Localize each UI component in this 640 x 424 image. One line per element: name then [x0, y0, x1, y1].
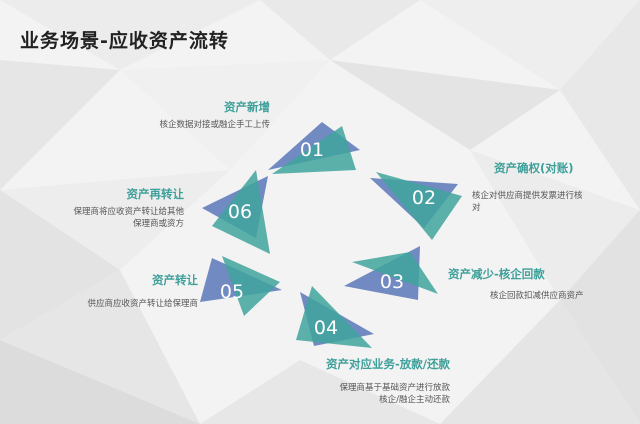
step-01-label: 资产新增 核企数据对接或融企手工上传	[159, 99, 270, 131]
step-01-number: 01	[300, 139, 324, 161]
step-desc-line: 供应商应收资产转让给保理商	[87, 299, 198, 309]
step-02-label: 资产确权(对账) 核企对供应商提供发票进行核 对	[472, 160, 583, 214]
triangle-05: 05	[200, 256, 282, 316]
step-06-label: 资产再转让 保理商将应收资产转让给其他 保理商或资方	[73, 186, 184, 230]
page-title: 业务场景-应收资产流转	[20, 30, 229, 52]
step-desc-line: 对	[472, 203, 481, 213]
step-03-label: 资产减少-核企回款 核企回款扣减供应商资产	[448, 266, 584, 302]
step-desc-line: 核企对供应商提供发票进行核	[472, 191, 583, 201]
step-desc-line: 保理商或资方	[132, 219, 184, 229]
step-title: 资产转让	[152, 273, 198, 287]
triangle-02: 02	[370, 172, 462, 240]
step-title: 资产再转让	[126, 187, 185, 201]
step-title: 资产新增	[224, 100, 270, 114]
step-desc-line: 保理商基于基础资产进行放款	[339, 383, 450, 393]
step-06-number: 06	[228, 201, 252, 223]
triangle-06: 06	[202, 170, 270, 254]
step-05-label: 资产转让 供应商应收资产转让给保理商	[87, 272, 198, 310]
step-title: 资产对应业务-放款/还款	[326, 357, 450, 371]
triangle-04: 04	[296, 286, 374, 348]
step-04-number: 04	[314, 317, 338, 339]
step-desc-line: 核企数据对接或融企手工上传	[159, 120, 270, 130]
step-desc-line: 核企回款扣减供应商资产	[490, 291, 584, 301]
step-02-number: 02	[412, 187, 436, 209]
step-desc-line: 核企/融企主动还款	[379, 395, 450, 405]
step-04-label: 资产对应业务-放款/还款 保理商基于基础资产进行放款 核企/融企主动还款	[326, 356, 450, 406]
triangle-03: 03	[344, 246, 438, 300]
step-title: 资产减少-核企回款	[448, 267, 545, 281]
step-05-number: 05	[220, 281, 244, 303]
triangle-01: 01	[268, 122, 360, 174]
step-03-number: 03	[380, 271, 404, 293]
step-desc-line: 保理商将应收资产转让给其他	[73, 207, 184, 217]
step-title: 资产确权(对账)	[494, 161, 574, 175]
